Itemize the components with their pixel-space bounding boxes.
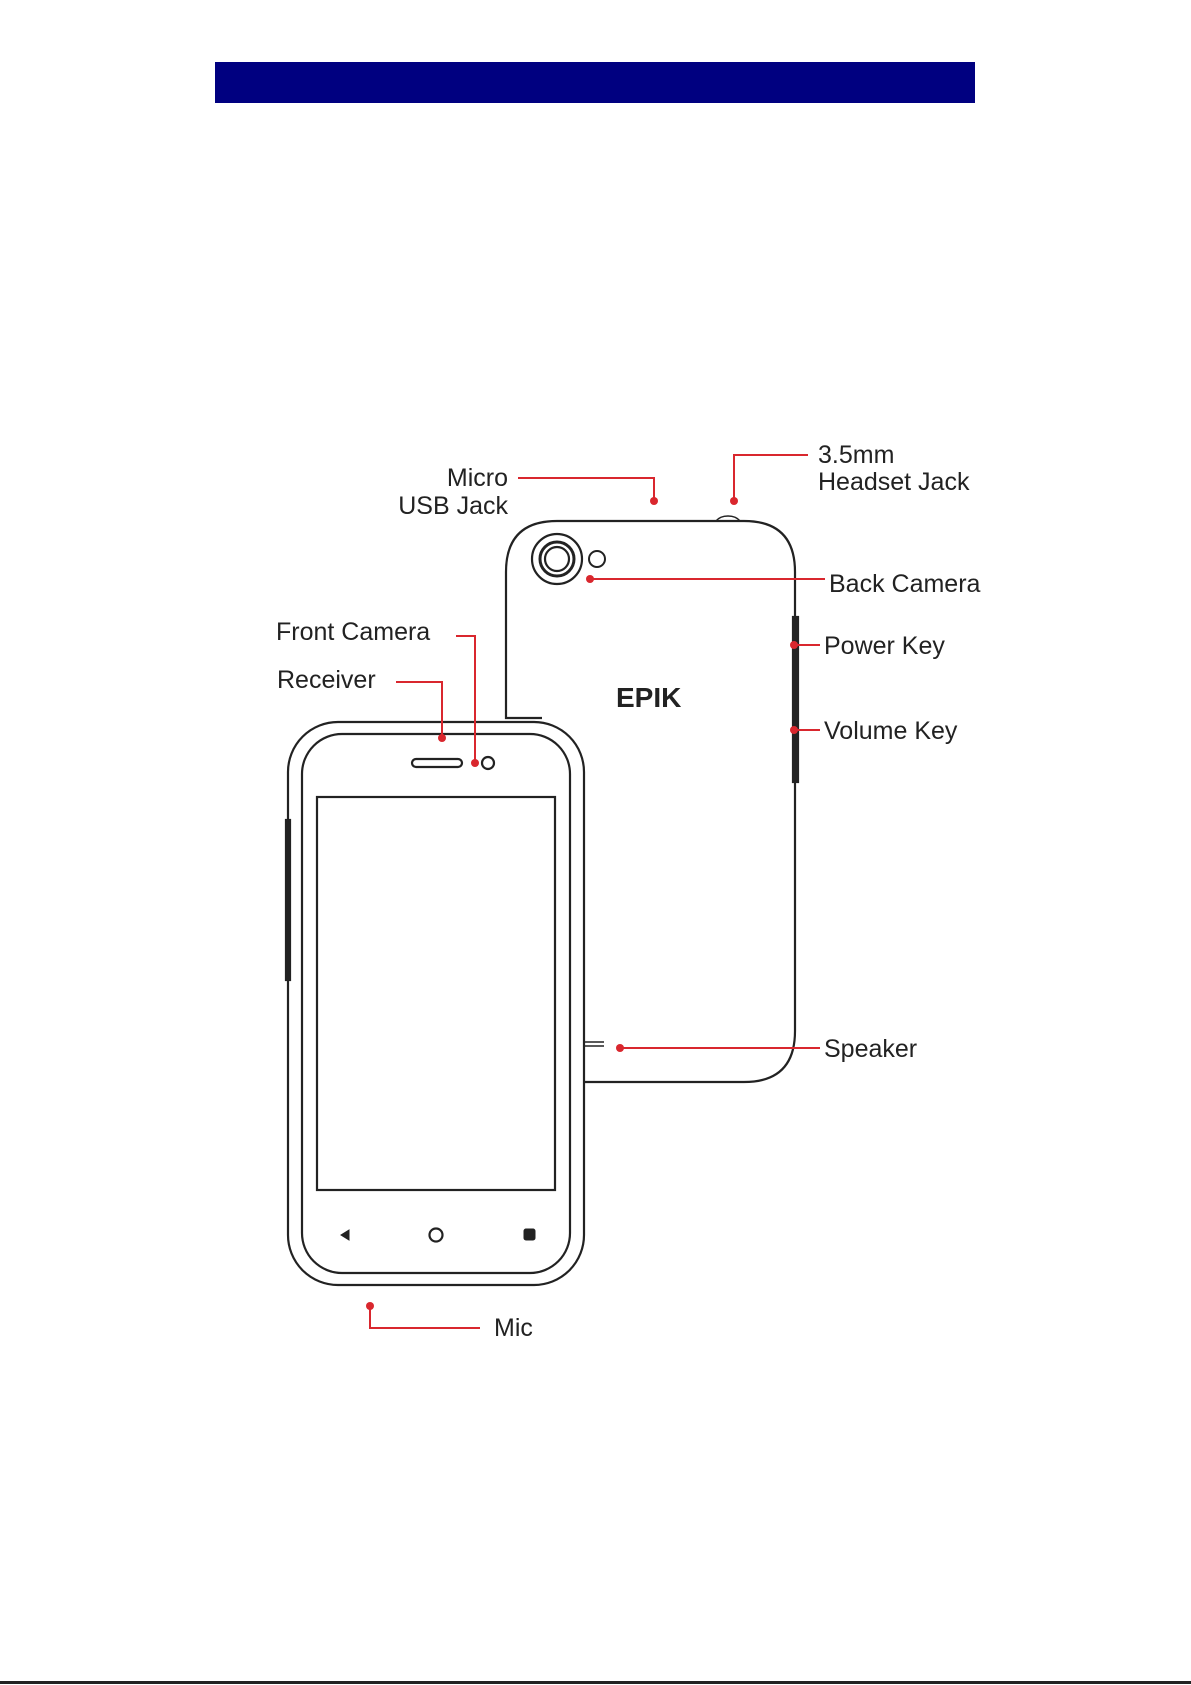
footer-rule [0, 1681, 1191, 1684]
front-camera-label: Front Camera [276, 618, 430, 646]
headset-jack-label-line1: 3.5mm [818, 441, 894, 469]
headset-jack-label-line2: Headset Jack [818, 468, 970, 496]
back-camera-icon [532, 534, 605, 584]
power-key-label: Power Key [824, 632, 945, 660]
speaker-label: Speaker [824, 1035, 917, 1063]
speaker-grille-icon [584, 1042, 604, 1046]
mic-label: Mic [494, 1314, 533, 1342]
micro-usb-label-line2: USB Jack [398, 492, 508, 520]
front-phone [286, 722, 584, 1285]
brand-logo: EPIK [616, 682, 681, 713]
front-side-keys [286, 820, 290, 980]
micro-usb-label-line1: Micro [447, 464, 508, 492]
recents-icon [524, 1229, 535, 1240]
back-camera-label: Back Camera [829, 570, 981, 598]
volume-key-label: Volume Key [824, 717, 958, 745]
receiver-label: Receiver [277, 666, 376, 694]
front-phone-body [288, 722, 584, 1285]
